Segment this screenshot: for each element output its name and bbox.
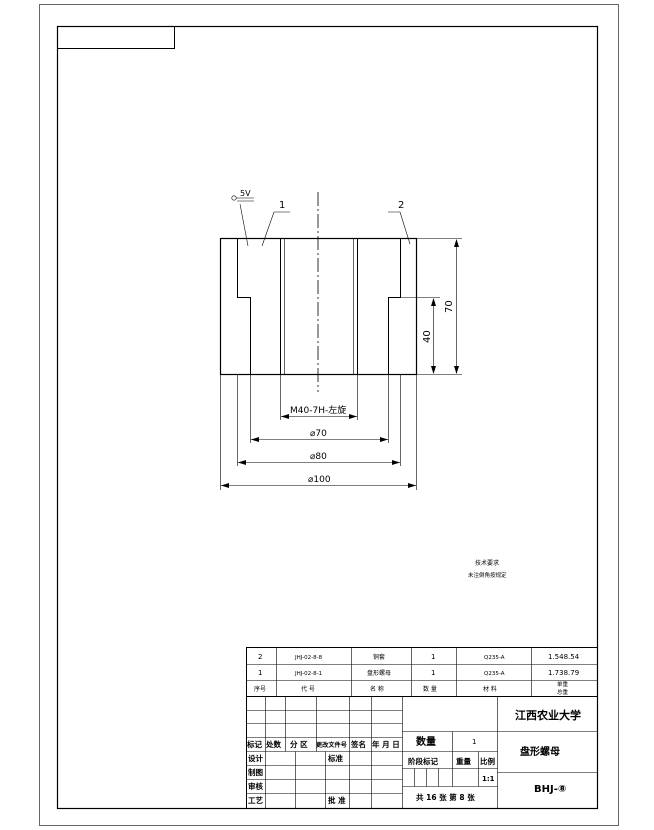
- bom-header-material: 材 料: [483, 685, 497, 693]
- bom-header-weight-bottom: 总重: [557, 688, 569, 696]
- bom-row-0-material: Q235-A: [484, 655, 505, 661]
- dim-d100: ⌀100: [308, 475, 331, 485]
- left-bore-profile: [237, 238, 251, 375]
- notes-line1: 未注倒角按规定: [468, 571, 507, 579]
- leader-1: [261, 211, 290, 247]
- bom-header-weight-top: 单重: [557, 680, 569, 688]
- drawing-number: BHJ-⑧: [534, 784, 566, 795]
- scale-value: 1:1: [482, 775, 495, 783]
- stage-label: 阶段标记: [408, 756, 438, 766]
- bom-row-0-no: 2: [258, 653, 262, 661]
- rev-header-4: 签名: [350, 739, 366, 749]
- part-drawing: 1 2 5V 70 40 M40-: [219, 189, 462, 490]
- rev-header-5: 年 月 日: [372, 739, 400, 749]
- bom-row-1-name: 盘形螺母: [367, 669, 391, 677]
- dim-40: 40: [422, 330, 433, 343]
- bom-header-name: 名 称: [370, 685, 384, 693]
- dim-thread: M40-7H-左旋: [290, 404, 346, 416]
- bom-row-0-name: 铜套: [373, 653, 385, 661]
- bom-header-qty: 数 量: [423, 685, 437, 693]
- bom-row-1-code: JHJ-02-8-1: [294, 671, 322, 677]
- rev-header-2: 分 区: [290, 739, 308, 749]
- qty-label: 数量: [416, 735, 436, 748]
- rev-header-3: 更改文件号: [316, 741, 347, 749]
- bom-table: 2 JHJ-02-8-8 铜套 1 Q235-A 1.548.54 1 JHJ-…: [246, 647, 598, 697]
- label-standard: 标准: [327, 753, 343, 763]
- dim-d70: ⌀70: [310, 429, 327, 439]
- part-name: 盘形螺母: [520, 745, 560, 758]
- title-block: 标记 处数 分 区 更改文件号 签名 年 月 日 设计 标准 制图 审核 工艺 …: [246, 696, 598, 809]
- outer-border: [39, 4, 619, 826]
- bom-row-0-code: JHJ-02-8-8: [294, 655, 323, 661]
- weight-label: 重量: [456, 756, 471, 766]
- bom-header-code: 代 号: [301, 685, 315, 693]
- label-draw: 制图: [248, 767, 263, 777]
- bom-row-1-material: Q235-A: [484, 671, 505, 677]
- label-design: 设计: [248, 753, 263, 763]
- roughness-symbol: 5V: [231, 189, 254, 202]
- dim-70: 70: [444, 300, 455, 313]
- dim-d80: ⌀80: [310, 452, 327, 462]
- bom-row-0-qty: 1: [431, 653, 435, 661]
- leader-2: [388, 211, 411, 245]
- scale-label: 比例: [480, 756, 495, 766]
- label-approve: 批 准: [328, 795, 346, 805]
- part-outline: [219, 237, 418, 376]
- rev-header-1: 处数: [265, 739, 281, 749]
- rev-header-0: 标记: [246, 739, 262, 749]
- right-bore-profile: [388, 238, 401, 375]
- notes-title: 技术要求: [475, 559, 499, 567]
- label-review: 审核: [248, 781, 263, 791]
- svg-text:5V: 5V: [240, 189, 251, 198]
- bom-header-no: 序号: [254, 685, 266, 693]
- qty-value: 1: [472, 738, 476, 746]
- code-box: [57, 26, 175, 49]
- bom-row-1-qty: 1: [431, 669, 435, 677]
- bom-row-0-weight: 1.548.54: [548, 653, 580, 661]
- bom-row-1-no: 1: [258, 669, 262, 677]
- sheet-count: 共 16 张 第 8 张: [416, 792, 475, 802]
- bom-row-1-weight: 1.738.79: [548, 669, 579, 677]
- label-process: 工艺: [248, 795, 263, 805]
- inner-frame: [56, 25, 599, 810]
- part-label-2: 2: [398, 200, 404, 211]
- university-name: 江西农业大学: [515, 708, 581, 722]
- part-label-1: 1: [279, 200, 285, 211]
